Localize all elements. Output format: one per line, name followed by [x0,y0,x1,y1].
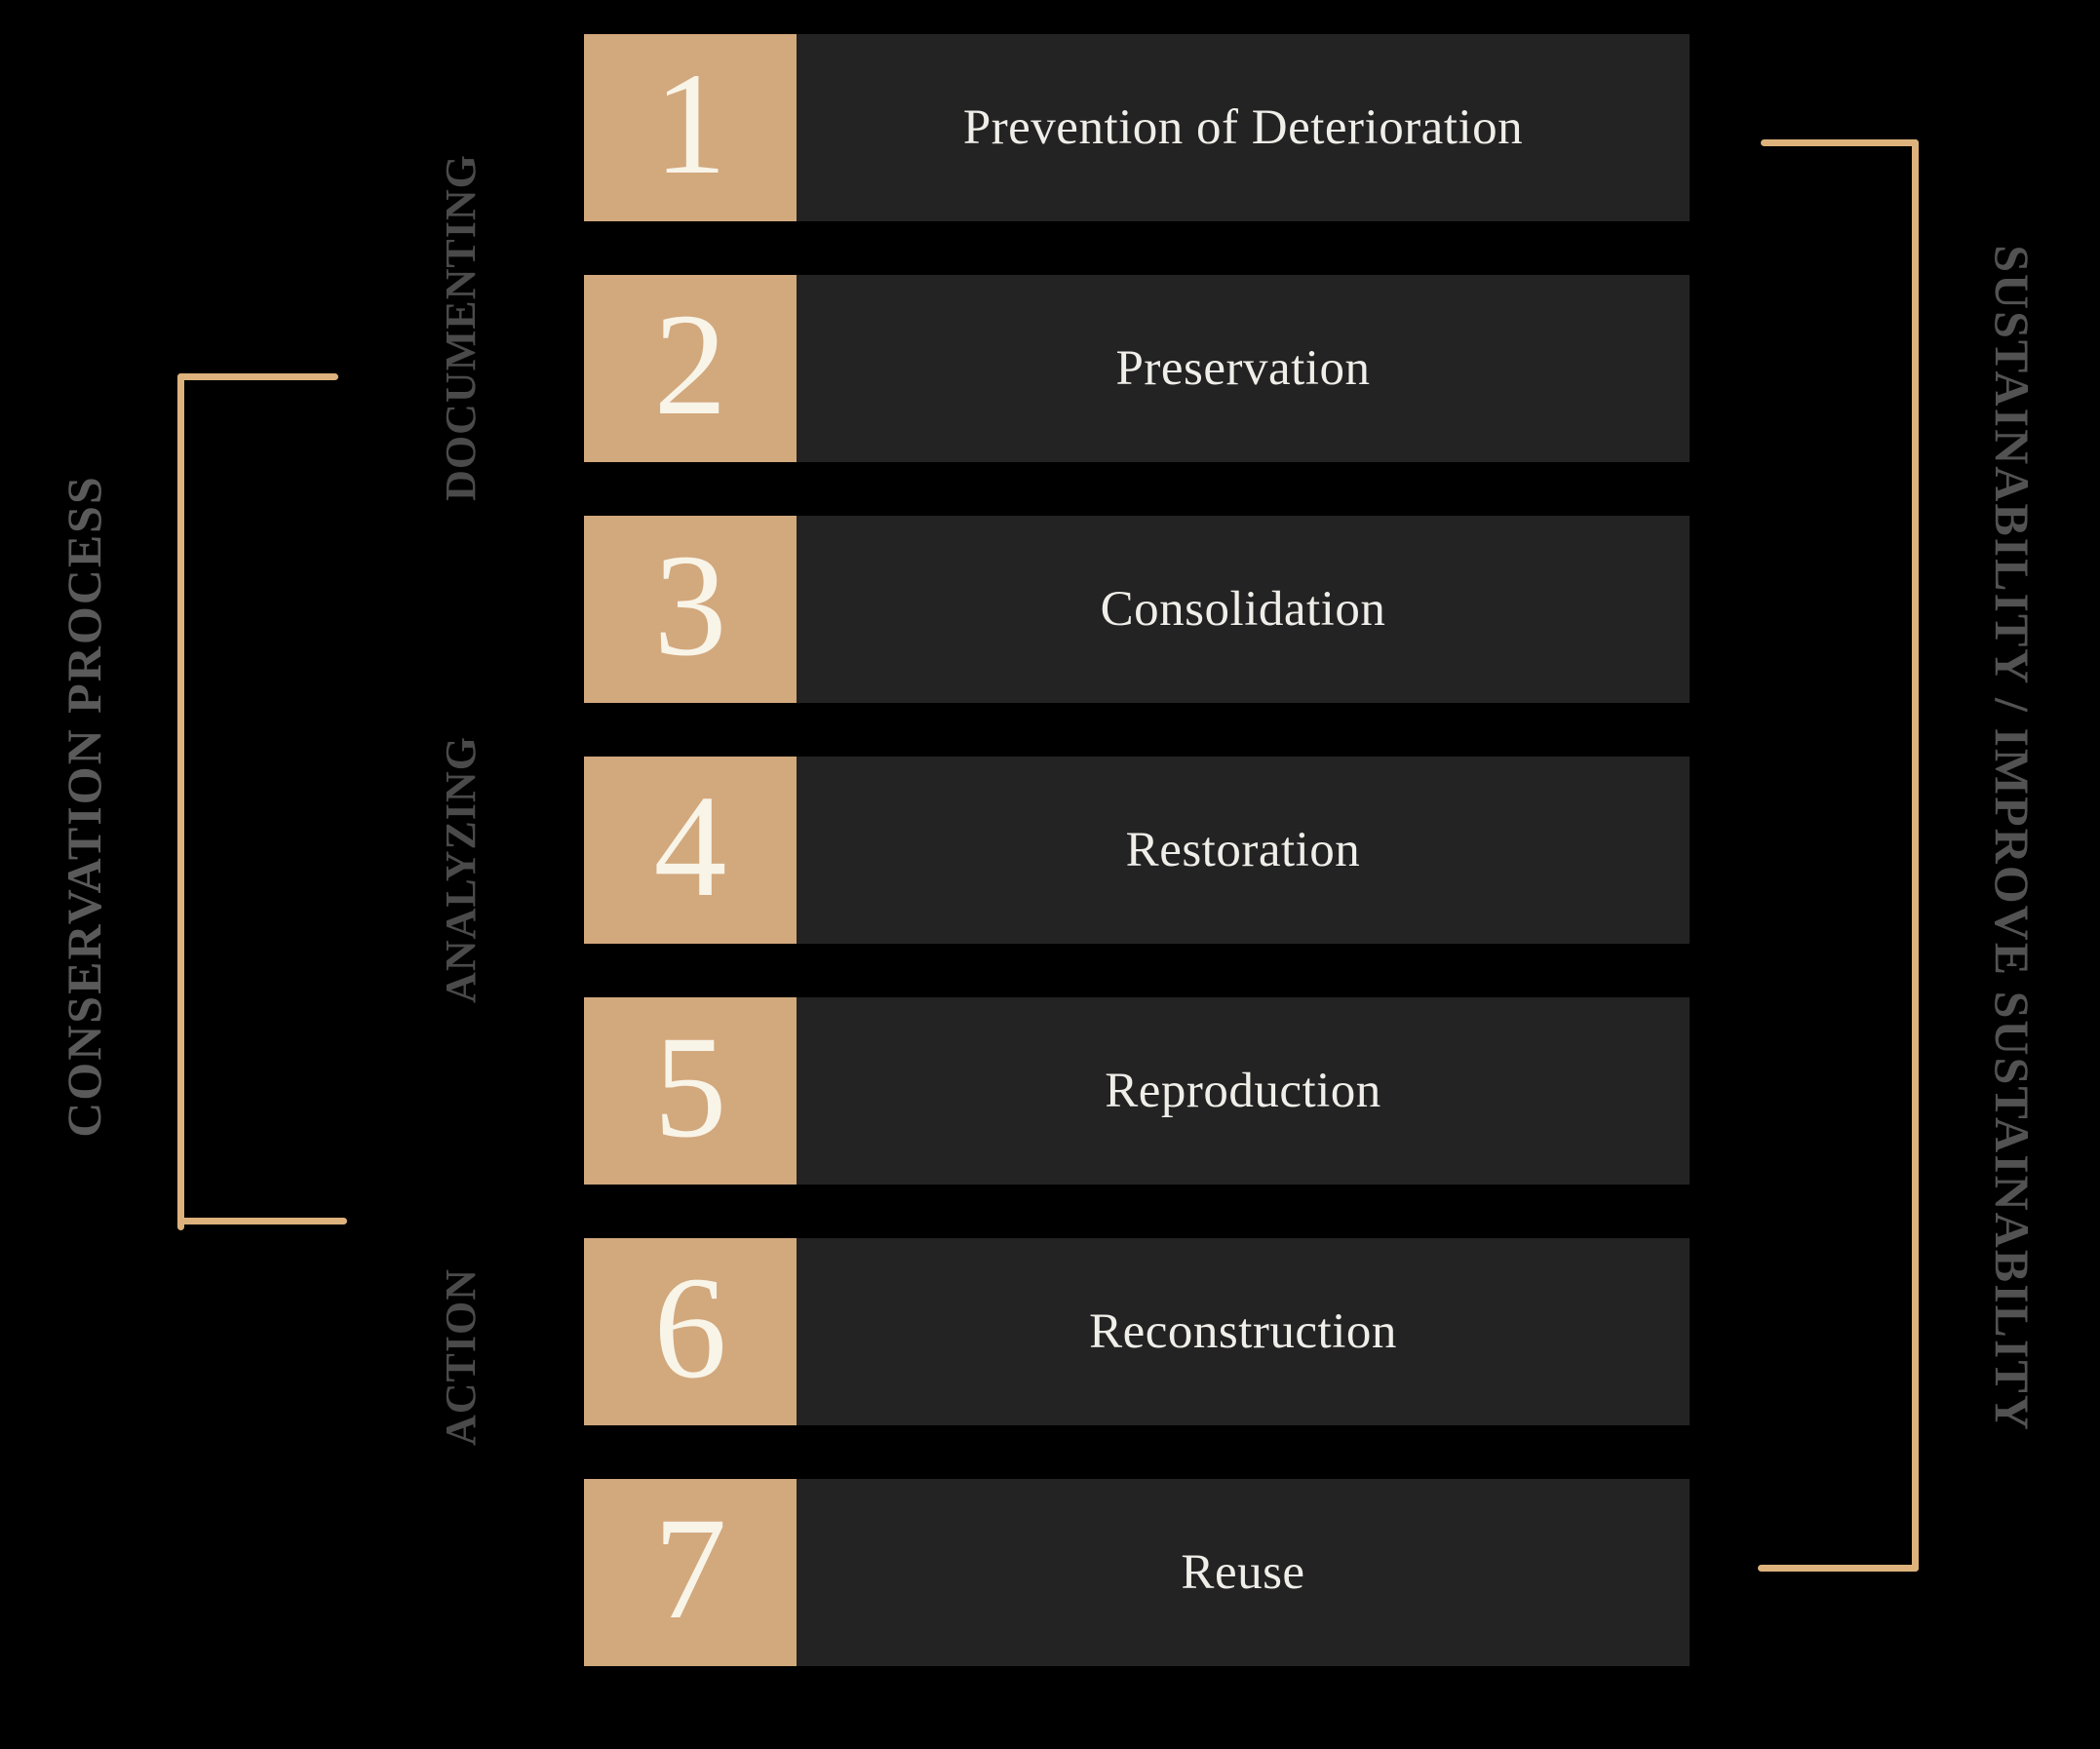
right-bracket-vertical-line [1912,139,1919,1572]
left-bracket-bottom-tick [177,1218,347,1224]
process-step-row: 3 Consolidation [584,516,1690,703]
step-number-box: 7 [584,1479,797,1666]
step-number-box: 3 [584,516,797,703]
right-bracket-bottom-tick [1758,1565,1919,1572]
left-bracket-vertical-line [177,373,184,1230]
phase-analyzing-label: ANALYZING [437,736,485,1003]
step-label-panel: Prevention of Deterioration [797,34,1690,221]
right-bracket-top-tick [1761,139,1919,146]
step-label-panel: Reuse [797,1479,1690,1666]
step-number-box: 6 [584,1238,797,1425]
sustainability-label: SUSTAINABILITY / IMPROVE SUSTAINABILITY [1985,245,2040,1432]
step-label-panel: Reconstruction [797,1238,1690,1425]
step-label-panel: Restoration [797,757,1690,944]
step-number-box: 4 [584,757,797,944]
step-label: Prevention of Deterioration [962,99,1524,155]
process-step-row: 4 Restoration [584,757,1690,944]
process-step-row: 1 Prevention of Deterioration [584,34,1690,221]
process-step-row: 5 Reproduction [584,997,1690,1185]
step-label: Preservation [1115,340,1371,396]
conservation-process-label: CONSERVATION PROCESS [57,475,111,1138]
step-number-box: 2 [584,275,797,462]
left-bracket-top-tick [177,373,338,380]
step-number: 2 [653,284,727,446]
step-label: Reuse [1181,1544,1305,1600]
phase-action-label: ACTION [437,1267,485,1447]
process-step-row: 2 Preservation [584,275,1690,462]
step-label: Reconstruction [1089,1303,1397,1359]
step-label: Reproduction [1105,1063,1381,1118]
step-number: 3 [653,525,727,686]
step-number: 5 [653,1006,727,1168]
process-step-row: 6 Reconstruction [584,1238,1690,1425]
step-label-panel: Preservation [797,275,1690,462]
step-label: Consolidation [1100,581,1386,637]
step-number: 6 [653,1247,727,1409]
step-number-box: 1 [584,34,797,221]
step-number-box: 5 [584,997,797,1185]
step-label-panel: Reproduction [797,997,1690,1185]
step-label-panel: Consolidation [797,516,1690,703]
step-label: Restoration [1125,822,1361,877]
phase-documenting-label: DOCUMENTING [437,154,485,501]
process-step-row: 7 Reuse [584,1479,1690,1666]
step-number: 1 [653,43,727,205]
step-number: 7 [653,1488,727,1650]
step-number: 4 [653,765,727,927]
